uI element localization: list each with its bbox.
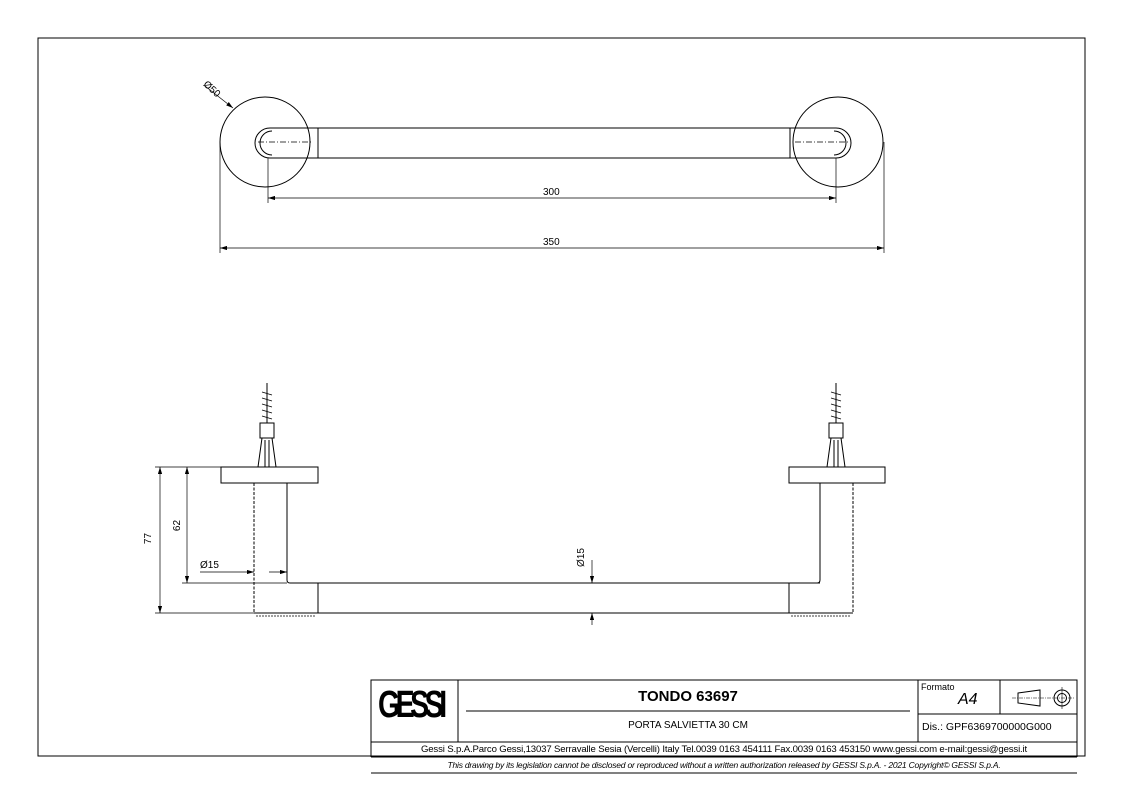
drawing-title: TONDO 63697 [638,688,738,705]
top-view [204,85,885,253]
front-view [155,383,886,625]
dim-300: 300 [543,187,560,198]
title-block-lines [370,679,1078,774]
dim-62: 62 [172,519,184,532]
screw-left [257,383,277,468]
format-value: A4 [958,691,978,708]
copyright-disclaimer: This drawing by its legislation cannot b… [447,760,1001,770]
dim-bar-diameter: Ø15 [575,548,587,567]
drawing-frame [37,37,1086,757]
drawing-number: Dis.: GPF6369700000G000 [922,721,1052,733]
screw-right [826,383,846,468]
projection-symbol-icon [1012,687,1074,709]
company-address: Gessi S.p.A.Parco Gessi,13037 Serravalle… [420,744,1028,755]
drawing-subtitle: PORTA SALVIETTA 30 CM [628,720,748,731]
dim-77: 77 [143,532,155,545]
gessi-logo: GESSI [378,684,447,726]
format-label: Formato [921,682,955,692]
dim-350: 350 [543,237,560,248]
dim-post-diameter: Ø15 [200,560,219,571]
